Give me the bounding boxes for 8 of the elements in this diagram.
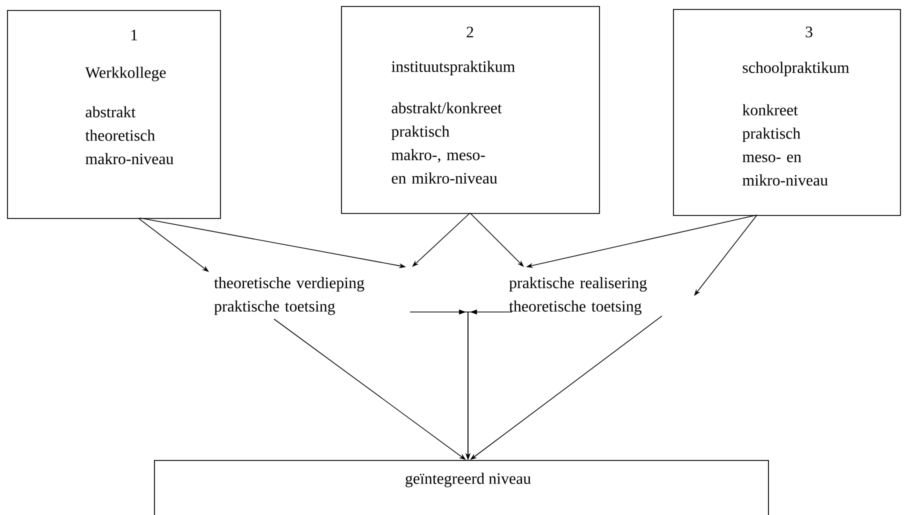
text-label: praktische realisering theoretische toetsing [509,277,647,315]
arrow [412,212,470,267]
text-label: theoretische verdieping praktische toetsing [214,277,364,315]
process-box: geïntegreerd niveau [154,460,769,515]
arrow [470,212,524,267]
process-box: 1 Werkkollege abstrakt theoretisch makro-niveau [7,10,221,219]
process-box: 2 instituutspraktikum abstrakt/konkreet praktisch makro-, meso- en mikro-niveau [341,6,600,214]
process-box: 3 schoolpraktikum konkreet praktisch meso- en mikro-niveau [673,9,901,216]
